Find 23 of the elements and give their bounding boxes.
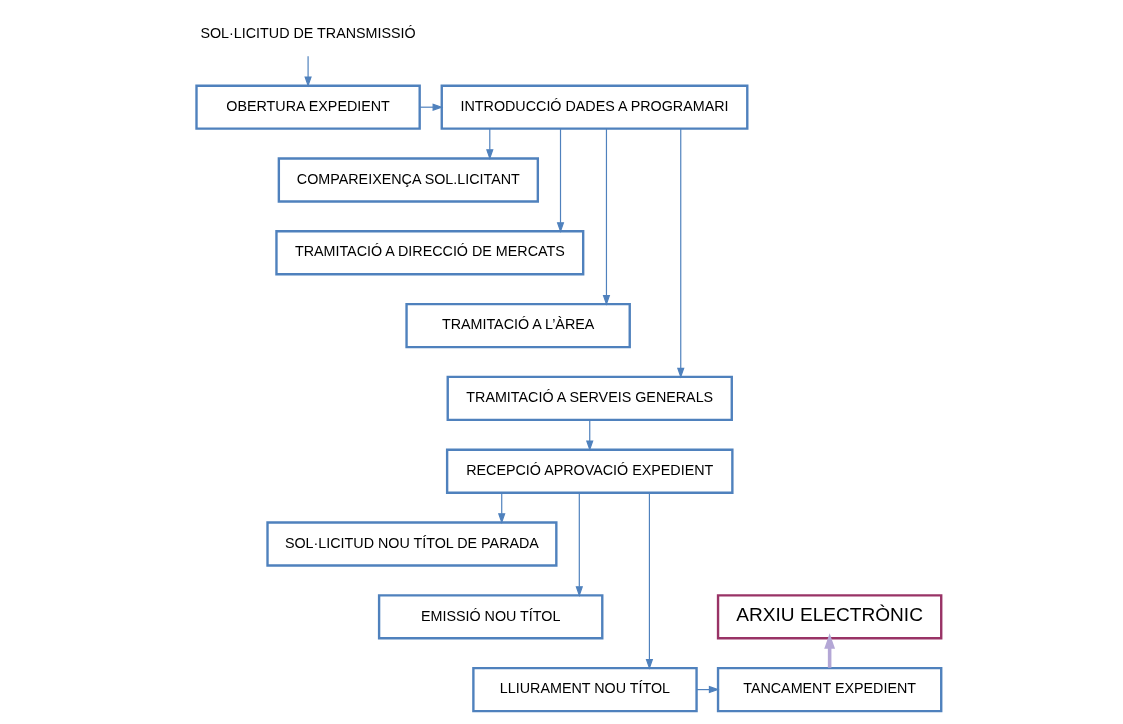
node-box: LLIURAMENT NOU TÍTOL bbox=[471, 666, 698, 713]
node-box: ARXIU ELECTRÒNIC bbox=[716, 594, 942, 640]
arrow bbox=[303, 55, 312, 88]
arrow bbox=[575, 492, 583, 598]
arrow bbox=[485, 128, 494, 160]
node-box: SOL·LICITUD NOU TÍTOL DE PARADA bbox=[265, 521, 558, 567]
arrow bbox=[676, 128, 684, 379]
node-box: TRAMITACIÓ A SERVEIS GENERALS bbox=[446, 375, 733, 422]
node-box: TANCAMENT EXPEDIENT bbox=[716, 666, 942, 713]
node-text: SOL·LICITUD DE TRANSMISSIÓ bbox=[199, 25, 416, 42]
node-box: INTRODUCCIÓ DADES A PROGRAMARI bbox=[440, 84, 748, 130]
arrow bbox=[602, 128, 610, 306]
node-box: COMPAREIXENÇA SOL.LICITANT bbox=[277, 157, 539, 203]
arrow bbox=[556, 128, 564, 234]
node-box: OBERTURA EXPEDIENT bbox=[194, 84, 421, 130]
node-box: TRAMITACIÓ A L’ÀREA bbox=[404, 302, 631, 349]
arrow bbox=[823, 633, 835, 668]
arrow bbox=[497, 492, 505, 524]
node-box: TRAMITACIÓ A DIRECCIÓ DE MERCATS bbox=[274, 230, 584, 276]
node-box: RECEPCIÓ APROVACIÓ EXPEDIENT bbox=[445, 448, 734, 494]
node-box: EMISSIÓ NOU TÍTOL bbox=[377, 594, 603, 640]
arrow bbox=[585, 419, 593, 452]
arrow bbox=[645, 492, 653, 670]
